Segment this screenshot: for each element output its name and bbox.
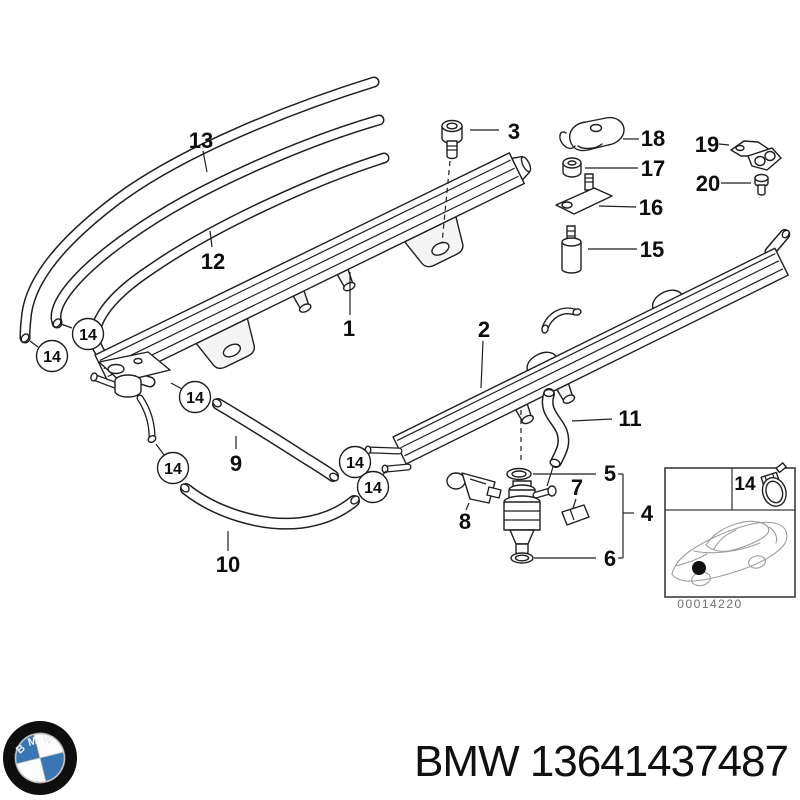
svg-text:16: 16 [639, 195, 663, 220]
part-3-bolt [441, 119, 463, 244]
callout-13: 13 [189, 128, 213, 173]
hose-11 [541, 388, 570, 487]
callout-1: 1 [343, 272, 355, 341]
part-17-nut [562, 157, 582, 178]
svg-text:4: 4 [641, 501, 654, 526]
clamp-callout-14b: 14 [29, 339, 69, 373]
clamp-callout-14c: 14 [170, 380, 212, 414]
svg-text:12: 12 [201, 249, 225, 274]
svg-text:14: 14 [346, 455, 364, 472]
callout-16: 16 [598, 195, 663, 220]
callout-3: 3 [470, 119, 520, 144]
clamp-callout-14a: 14 [60, 317, 105, 351]
part-16-bracket [555, 173, 613, 215]
callout-6: 6 [604, 546, 616, 571]
callout-15: 15 [588, 237, 664, 262]
callout-18: 18 [623, 126, 665, 151]
bracket-4-5-6 [533, 473, 634, 559]
svg-text:14: 14 [43, 349, 61, 366]
part-19-bracket [730, 140, 782, 171]
svg-text:1: 1 [343, 316, 355, 341]
rail-1-end-fittings [90, 351, 171, 443]
part-20-screw [754, 173, 769, 196]
legend-box: 14 00014220 [664, 462, 796, 611]
fuel-rail-1 [94, 152, 532, 387]
clamp-callout-14f: 14 [356, 470, 390, 504]
callout-9: 9 [230, 436, 242, 476]
svg-text:6: 6 [604, 546, 616, 571]
svg-text:3: 3 [508, 119, 520, 144]
rail-2-end-nipples [364, 445, 412, 474]
part-8-connector [446, 472, 502, 504]
part-number-text: BMW 13641437487 [414, 737, 788, 786]
callout-4: 4 [641, 501, 654, 526]
injector-assembly [446, 410, 590, 564]
svg-text:18: 18 [641, 126, 665, 151]
legend-image-code: 00014220 [677, 597, 742, 611]
callout-5: 5 [604, 461, 616, 486]
svg-text:20: 20 [696, 171, 720, 196]
callout-10: 10 [216, 531, 240, 577]
svg-text:14: 14 [364, 480, 382, 497]
svg-text:14: 14 [164, 461, 182, 478]
svg-text:2: 2 [478, 317, 490, 342]
callout-8: 8 [459, 502, 471, 534]
callout-2: 2 [478, 317, 490, 389]
bmw-roundel-icon: BMW [3, 721, 77, 795]
svg-text:17: 17 [641, 156, 665, 181]
svg-text:7: 7 [571, 475, 583, 500]
svg-text:14: 14 [186, 390, 204, 407]
location-dot [692, 561, 706, 575]
svg-text:11: 11 [618, 406, 641, 431]
part-15-standoff [561, 225, 582, 274]
hose-10 [180, 483, 360, 530]
hose-9 [212, 398, 339, 482]
callout-7: 7 [571, 475, 583, 509]
svg-text:8: 8 [459, 509, 471, 534]
svg-text:9: 9 [230, 451, 242, 476]
callout-12: 12 [201, 230, 225, 274]
clamp-callout-14e: 14 [338, 445, 372, 479]
hose-clamp-icon [760, 462, 787, 507]
legend-clamp-label: 14 [734, 474, 756, 495]
car-icon [671, 520, 788, 587]
svg-text:15: 15 [640, 237, 664, 262]
callout-11: 11 [571, 406, 642, 431]
svg-text:14: 14 [79, 327, 97, 344]
clamp-callout-14d: 14 [155, 443, 190, 485]
small-hose-on-rail2 [541, 307, 582, 334]
callout-20: 20 [696, 171, 751, 196]
svg-text:13: 13 [189, 128, 213, 153]
svg-text:5: 5 [604, 461, 616, 486]
callout-19: 19 [695, 132, 730, 157]
part-18-clamp [559, 116, 625, 152]
fuel-rail-2 [392, 228, 791, 465]
svg-text:19: 19 [695, 132, 719, 157]
fuel-pipes-12-13 [19, 76, 390, 388]
o-ring-5 [506, 467, 532, 481]
callout-17: 17 [585, 156, 665, 181]
part-7-clip [561, 504, 590, 526]
svg-text:10: 10 [216, 552, 240, 577]
